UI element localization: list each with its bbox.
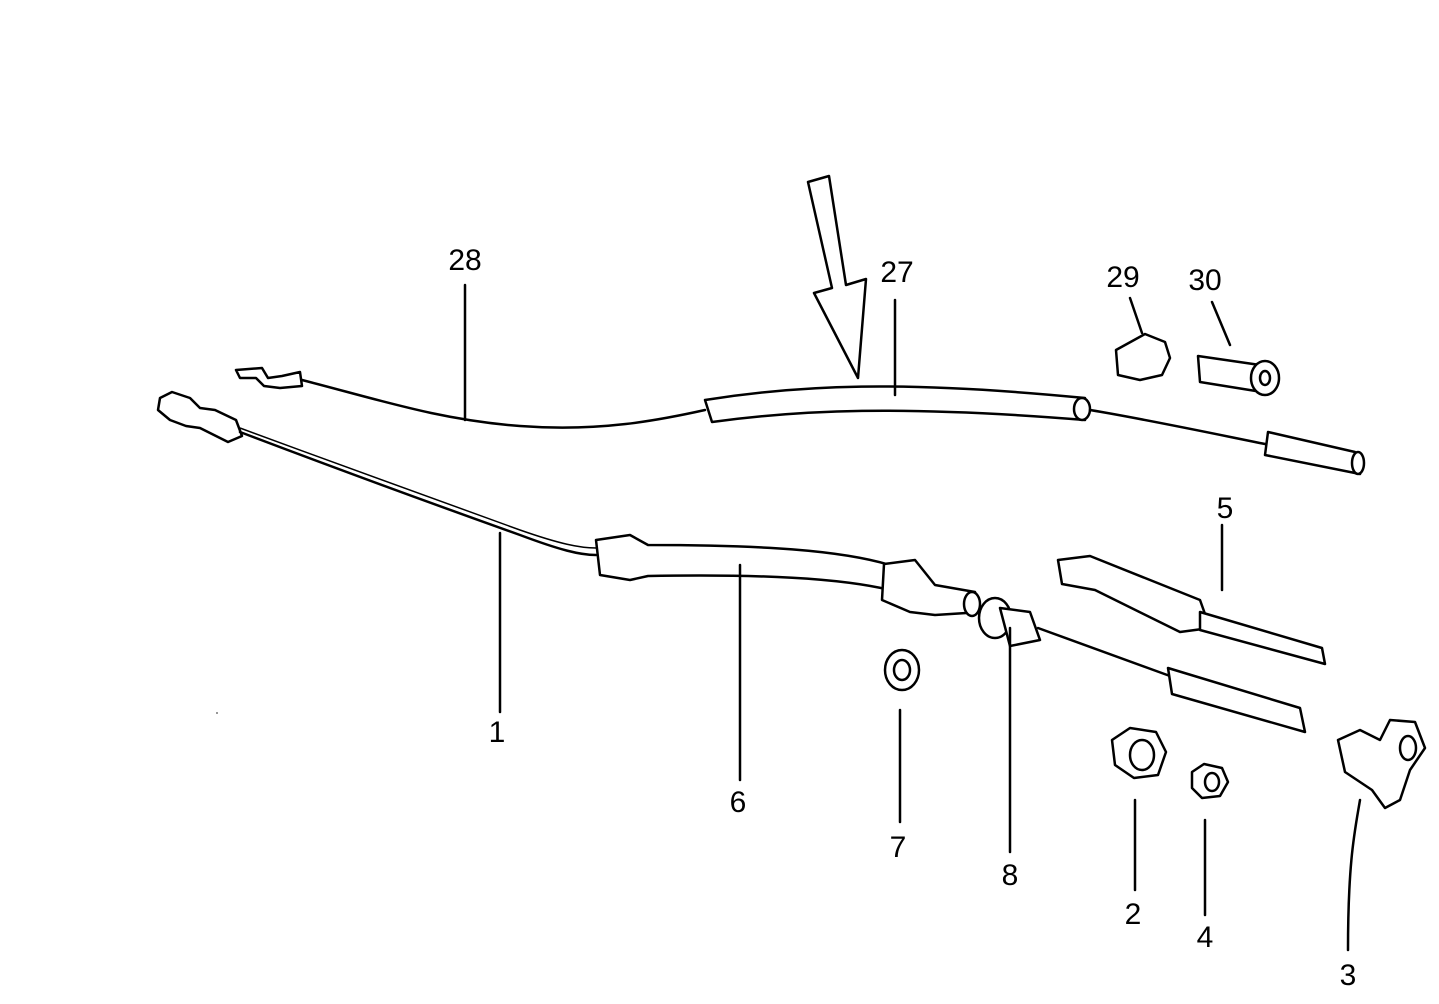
leader-lines	[463, 283, 1362, 952]
callout-27: 27	[880, 256, 913, 289]
callout-28: 28	[448, 244, 481, 277]
part-1-cable	[156, 390, 598, 557]
part-27-sheath	[703, 385, 1366, 476]
callout-29: 29	[1106, 261, 1139, 294]
callout-2: 2	[1125, 898, 1142, 931]
indicator-arrow	[806, 174, 868, 380]
callout-7: 7	[890, 831, 907, 864]
callout-4: 4	[1197, 921, 1214, 954]
callout-6: 6	[730, 786, 747, 819]
callout-30: 30	[1188, 264, 1221, 297]
part-2-nut	[1110, 726, 1168, 780]
part-29-clip	[1114, 332, 1172, 382]
part-5-adjuster	[1056, 554, 1327, 666]
part-30-grommet	[1196, 354, 1281, 397]
part-4-nut	[1190, 762, 1230, 800]
callout-5: 5	[1217, 492, 1234, 525]
part-3-wing-nut	[1336, 718, 1427, 810]
part-7-washer	[883, 648, 921, 692]
callout-1: 1	[489, 716, 506, 749]
part-6-sheath	[594, 533, 984, 618]
part-8-bushing	[977, 596, 1307, 734]
callout-8: 8	[1002, 859, 1019, 892]
callout-3: 3	[1340, 959, 1357, 992]
part-28-cable	[234, 366, 707, 429]
